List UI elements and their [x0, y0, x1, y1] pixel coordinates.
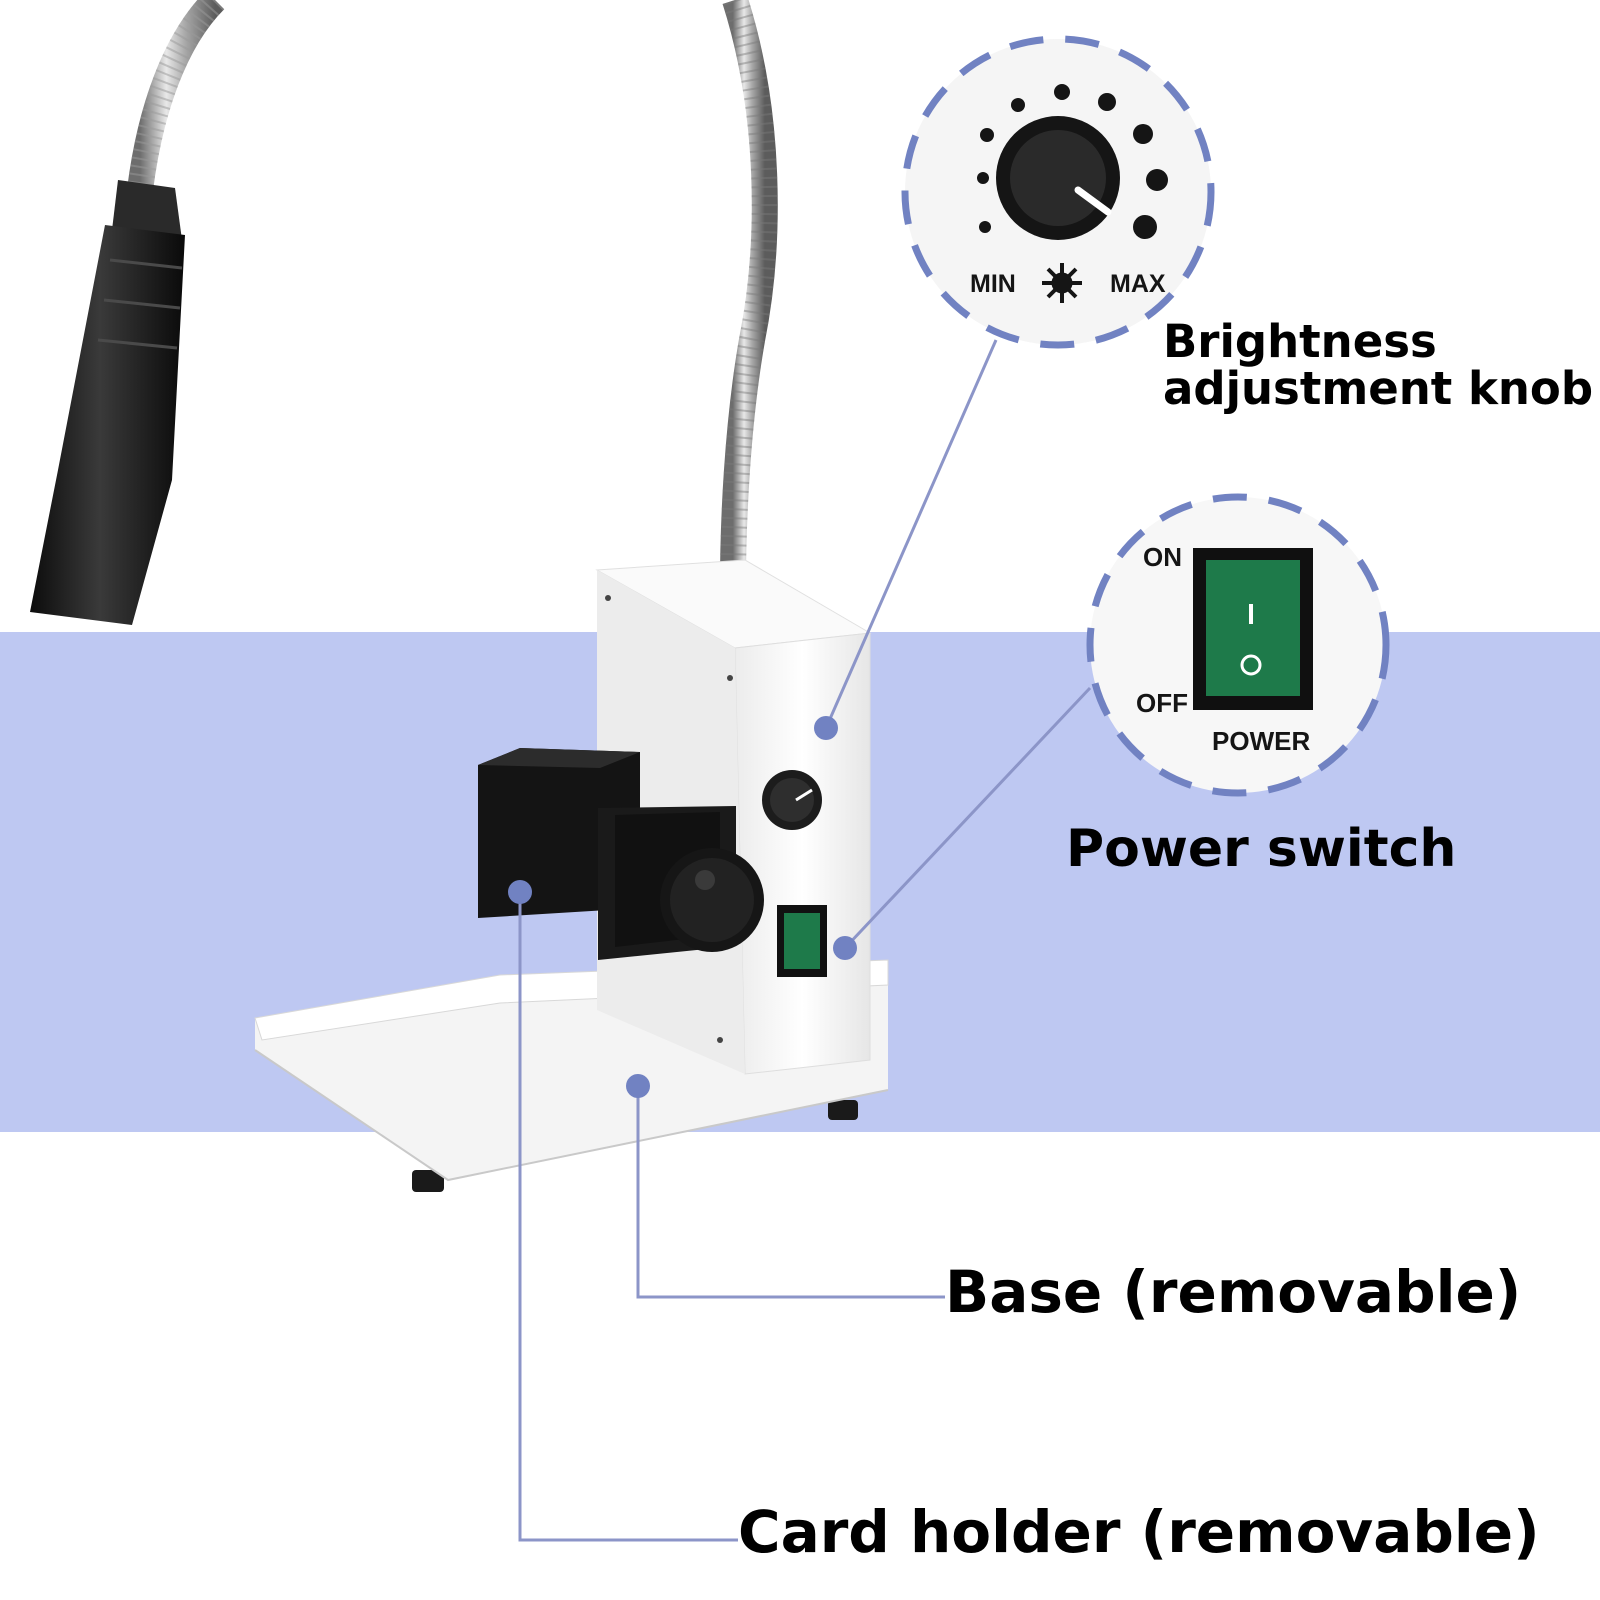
callout-power-switch: Power switch	[1066, 819, 1457, 879]
switch-zoom-circle: ON OFF POWER	[1086, 493, 1390, 797]
callout-brightness-line2: adjustment knob	[1163, 362, 1594, 416]
card-holder	[478, 748, 764, 960]
housing-knob	[762, 770, 822, 830]
switch-on-label: ON	[1143, 542, 1182, 572]
callout-brightness-knob: Brightness adjustment knob	[1163, 318, 1593, 413]
switch-power-label: POWER	[1212, 726, 1310, 756]
housing-switch	[777, 905, 827, 977]
knob-dots	[977, 84, 1168, 239]
knob-min-label: MIN	[970, 270, 1016, 298]
sun-icon	[1042, 263, 1082, 303]
callout-base: Base (removable)	[945, 1258, 1522, 1326]
center-gooseneck	[719, 0, 778, 613]
callout-card-holder: Card holder (removable)	[738, 1498, 1540, 1566]
knob-max-label: MAX	[1110, 270, 1166, 298]
left-gooseneck-light	[30, 0, 225, 625]
knob-zoom-circle: MIN MAX	[901, 35, 1215, 349]
callout-brightness-line1: Brightness	[1163, 315, 1437, 368]
callout-lines	[518, 339, 1092, 1542]
callout-dots	[508, 716, 857, 1098]
switch-off-label: OFF	[1136, 688, 1188, 718]
